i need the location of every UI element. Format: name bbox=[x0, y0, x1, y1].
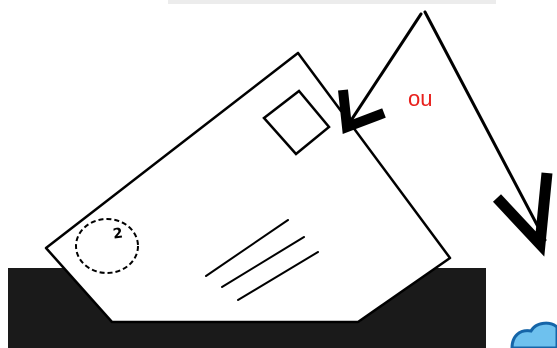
arrow-icon-right bbox=[425, 12, 547, 244]
envelope-icon bbox=[46, 53, 450, 322]
postmark-number: 2 bbox=[112, 225, 124, 242]
annotation-ou: ou bbox=[408, 86, 432, 112]
cloud-icon bbox=[512, 323, 557, 348]
